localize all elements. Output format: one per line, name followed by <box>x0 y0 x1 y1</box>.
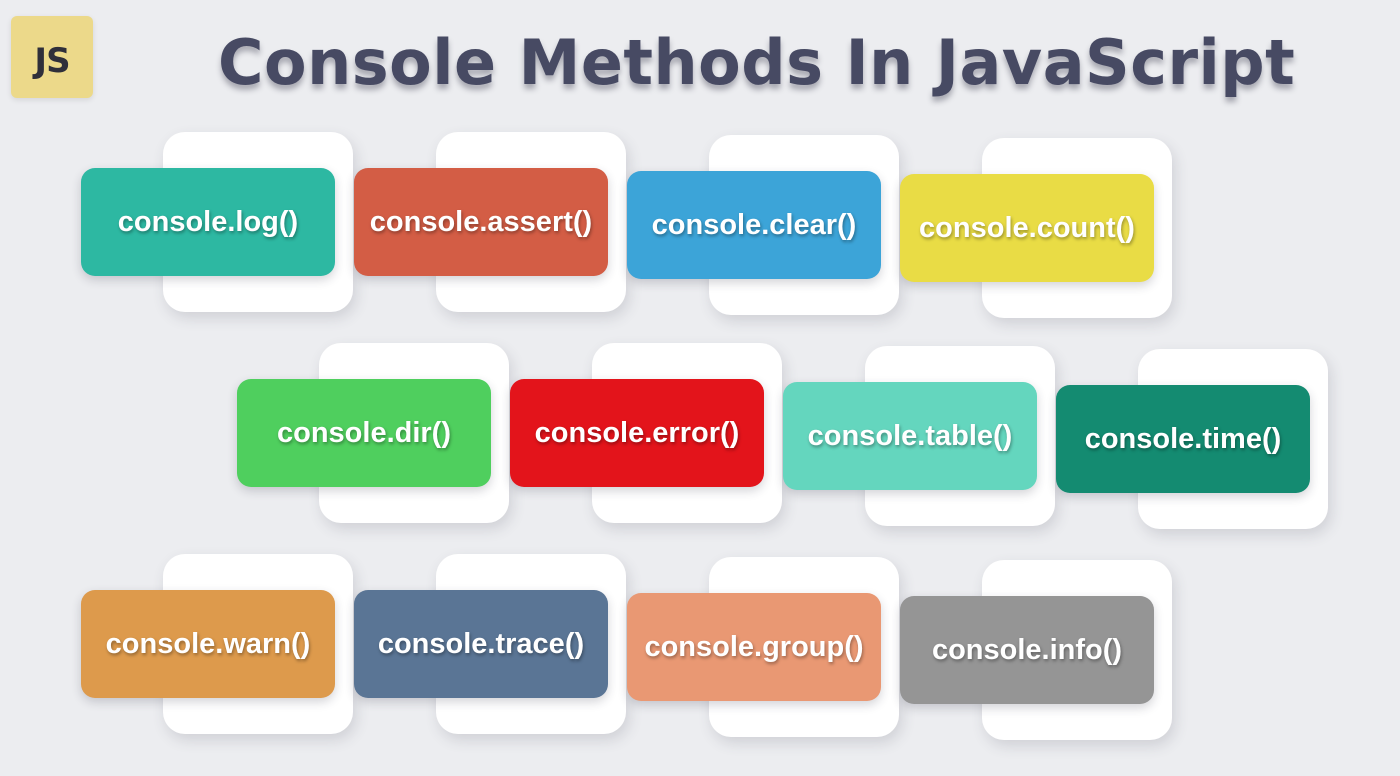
method-console-info: console.info() <box>900 596 1154 704</box>
method-console-log: console.log() <box>81 168 335 276</box>
method-label: console.assert() <box>369 205 593 238</box>
page-title: Console Methods In JavaScript <box>218 26 1296 99</box>
method-label: console.error() <box>534 416 740 449</box>
method-console-warn: console.warn() <box>81 590 335 698</box>
method-label: console.group() <box>644 630 864 663</box>
method-console-assert: console.assert() <box>354 168 608 276</box>
method-console-error: console.error() <box>510 379 764 487</box>
method-console-table: console.table() <box>783 382 1037 490</box>
method-console-dir: console.dir() <box>237 379 491 487</box>
method-console-clear: console.clear() <box>627 171 881 279</box>
method-label: console.warn() <box>105 627 311 660</box>
js-logo-text: JS <box>34 41 70 81</box>
method-label: console.log() <box>117 205 299 238</box>
method-label: console.table() <box>807 419 1013 452</box>
method-label: console.info() <box>931 633 1123 666</box>
js-logo: JS <box>11 16 93 98</box>
method-label: console.trace() <box>377 627 585 660</box>
method-label: console.time() <box>1084 422 1282 455</box>
method-console-trace: console.trace() <box>354 590 608 698</box>
method-label: console.count() <box>919 211 1135 244</box>
method-console-time: console.time() <box>1056 385 1310 493</box>
method-console-group: console.group() <box>627 593 881 701</box>
method-label: console.clear() <box>651 208 857 241</box>
method-label: console.dir() <box>276 416 451 449</box>
method-console-count: console.count() <box>900 174 1154 282</box>
